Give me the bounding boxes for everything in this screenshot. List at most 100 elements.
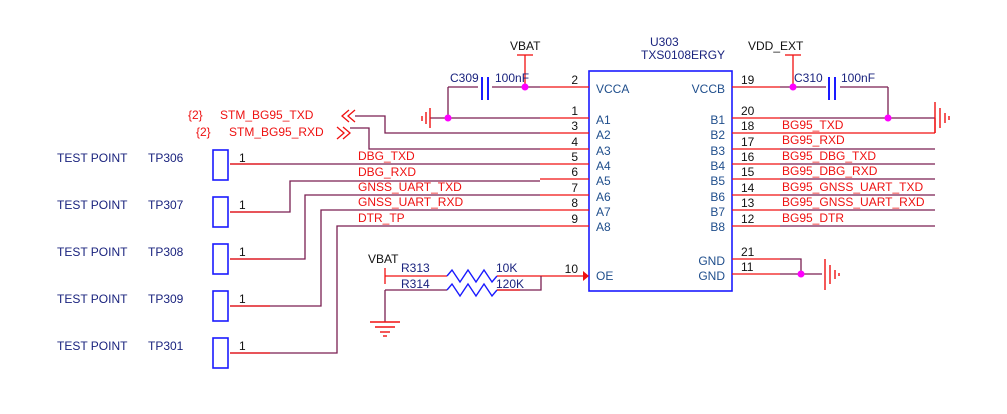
right-nets: BG95_TXD BG95_RXD BG95_DBG_TXD BG95_DBG_… xyxy=(780,118,935,227)
pin-name: B5 xyxy=(710,174,725,188)
ic-ground xyxy=(780,258,840,290)
svg-text:TEST POINT: TEST POINT xyxy=(57,198,128,212)
vccb-supply: VDD_EXT C310 100nF xyxy=(748,39,950,134)
pin-name: A7 xyxy=(596,205,611,219)
pin-name: OE xyxy=(596,269,613,283)
right-pin-numbers: 19 20 18 17 16 15 14 13 12 21 11 xyxy=(741,73,755,274)
svg-text:1: 1 xyxy=(239,151,246,165)
svg-text:4: 4 xyxy=(571,135,578,149)
svg-text:TEST POINT: TEST POINT xyxy=(57,245,128,259)
svg-text:TEST POINT: TEST POINT xyxy=(57,151,128,165)
vbat-oe-label: VBAT xyxy=(368,252,399,266)
pin-name: VCCA xyxy=(596,82,629,96)
pin-name: B8 xyxy=(710,220,725,234)
svg-text:14: 14 xyxy=(741,181,755,195)
pin-name: A8 xyxy=(596,220,611,234)
test-pad xyxy=(212,337,229,369)
vdd-ext-label: VDD_EXT xyxy=(748,39,804,53)
ground-icon xyxy=(934,102,950,133)
r314-ref: R314 xyxy=(401,277,430,291)
c310-value: 100nF xyxy=(841,71,875,85)
test-pad xyxy=(212,243,229,275)
net-label: GNSS_UART_TXD xyxy=(358,180,462,194)
net-label: DTR_TP xyxy=(358,211,405,225)
svg-text:2: 2 xyxy=(571,73,578,87)
svg-text:12: 12 xyxy=(741,212,755,226)
offsheet-stm-bg95-rxd[interactable]: {2} STM_BG95_RXD xyxy=(196,125,540,150)
ground-icon xyxy=(421,108,431,128)
offsheet-stm-bg95-txd[interactable]: {2} STM_BG95_TXD xyxy=(188,108,540,134)
net-label: BG95_DBG_RXD xyxy=(782,164,878,178)
svg-text:TP306: TP306 xyxy=(148,151,184,165)
left-nets: DBG_TXD DBG_RXD GNSS_UART_TXD GNSS_UART_… xyxy=(230,149,540,354)
oe-arrow-icon xyxy=(583,271,589,281)
pin-name: B4 xyxy=(710,159,725,173)
svg-text:17: 17 xyxy=(741,135,755,149)
net-label: BG95_DTR xyxy=(782,211,844,225)
vcca-supply: VBAT C309 100nF xyxy=(421,39,541,128)
ic-ref: U303 xyxy=(650,35,679,49)
ground-icon xyxy=(824,259,840,290)
svg-text:TEST POINT: TEST POINT xyxy=(57,292,128,306)
net-label: BG95_GNSS_UART_RXD xyxy=(782,195,925,209)
pin-name: A2 xyxy=(596,128,611,142)
test-point-tp309[interactable]: TEST POINT TP309 1 xyxy=(57,290,246,322)
pin-name: B3 xyxy=(710,144,725,158)
svg-text:19: 19 xyxy=(741,73,755,87)
pin-name: B7 xyxy=(710,205,725,219)
pin-name: A3 xyxy=(596,144,611,158)
pin-name: A1 xyxy=(596,113,611,127)
svg-text:18: 18 xyxy=(741,119,755,133)
svg-text:8: 8 xyxy=(571,196,578,210)
pin-name: B6 xyxy=(710,190,725,204)
net-label: BG95_RXD xyxy=(782,133,845,147)
pin-name: A4 xyxy=(596,159,611,173)
svg-text:11: 11 xyxy=(741,260,754,274)
r313-ref: R313 xyxy=(401,261,430,275)
net-label: BG95_DBG_TXD xyxy=(782,149,876,163)
svg-text:{2}: {2} xyxy=(196,125,211,139)
pin-name: A5 xyxy=(596,174,611,188)
svg-text:6: 6 xyxy=(571,165,578,179)
svg-text:20: 20 xyxy=(741,104,755,118)
c310-ref: C310 xyxy=(794,71,823,85)
left-pin-stubs xyxy=(540,86,589,281)
right-pin-stubs xyxy=(732,86,780,275)
svg-text:STM_BG95_TXD: STM_BG95_TXD xyxy=(220,108,314,122)
svg-text:3: 3 xyxy=(571,119,578,133)
ground-icon xyxy=(370,321,400,337)
junction-dot xyxy=(521,83,529,91)
net-label: BG95_GNSS_UART_TXD xyxy=(782,180,923,194)
pin-name: B1 xyxy=(710,113,725,127)
junction-dot xyxy=(789,83,797,91)
svg-text:TP308: TP308 xyxy=(148,245,184,259)
svg-text:7: 7 xyxy=(571,181,578,195)
svg-text:16: 16 xyxy=(741,150,755,164)
svg-text:15: 15 xyxy=(741,165,755,179)
svg-text:21: 21 xyxy=(741,245,755,259)
c309-value: 100nF xyxy=(495,71,529,85)
svg-text:5: 5 xyxy=(571,150,578,164)
r314-value: 120K xyxy=(496,277,524,291)
svg-text:{2}: {2} xyxy=(188,108,203,122)
pin-name: GND xyxy=(698,269,725,283)
svg-text:TP307: TP307 xyxy=(148,198,184,212)
pin-name: B2 xyxy=(710,128,725,142)
oe-pullup: VBAT R313 10K R314 120K xyxy=(368,252,542,337)
ic-body[interactable] xyxy=(588,70,733,292)
svg-text:9: 9 xyxy=(571,212,578,226)
left-pin-numbers: 2 1 3 4 5 6 7 8 9 10 xyxy=(565,73,579,276)
svg-text:1: 1 xyxy=(239,292,246,306)
test-point-tp301[interactable]: TEST POINT TP301 1 xyxy=(57,337,246,369)
ic-u303[interactable]: U303 TXS0108ERGY VCCA A1 A2 A3 A4 A5 A6 … xyxy=(588,35,733,292)
pin-name: GND xyxy=(698,254,725,268)
svg-text:1: 1 xyxy=(239,198,246,212)
test-point-tp308[interactable]: TEST POINT TP308 1 xyxy=(57,243,246,275)
net-label: BG95_TXD xyxy=(782,118,844,132)
c309-ref: C309 xyxy=(450,71,479,85)
test-point-tp307[interactable]: TEST POINT TP307 1 xyxy=(57,196,246,228)
test-point-tp306[interactable]: TEST POINT TP306 1 xyxy=(57,149,246,181)
net-label: GNSS_UART_RXD xyxy=(358,195,463,209)
pin-name: A6 xyxy=(596,190,611,204)
